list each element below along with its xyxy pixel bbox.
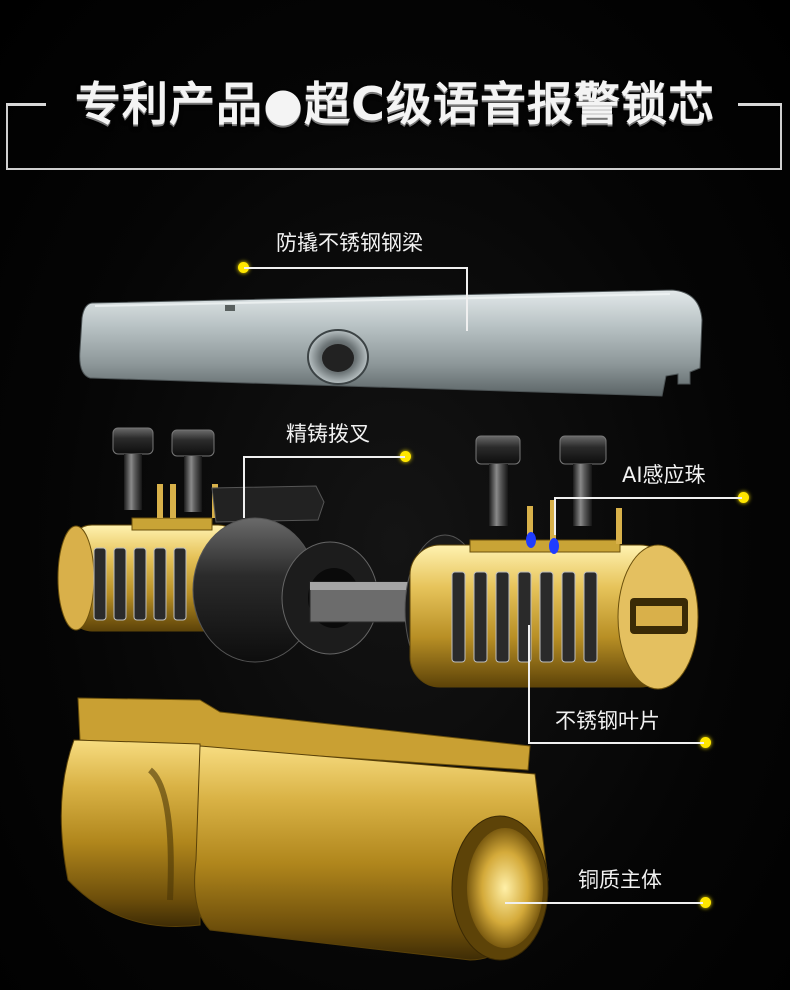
title-bar-left (6, 103, 46, 106)
fork-dot (400, 451, 411, 462)
label-steel-blade: 不锈钢叶片 (555, 709, 660, 733)
beam-dot (238, 262, 249, 273)
body-leader-h (505, 902, 703, 904)
fork-leader-v (243, 456, 245, 518)
screws-left (112, 427, 218, 518)
blade-leader-h (528, 742, 704, 744)
label-copper-body: 铜质主体 (578, 868, 662, 892)
screws-right (475, 435, 622, 554)
beam-leader-h (244, 267, 468, 269)
title-bar-right (738, 103, 782, 106)
beam-leader-v (466, 267, 468, 331)
label-cast-fork: 精铸拨叉 (286, 422, 370, 446)
label-steel-beam: 防撬不锈钢钢梁 (276, 231, 423, 255)
ai-bead-leader-h (554, 497, 742, 499)
right-plug (404, 534, 699, 690)
ai-bead-leader-v (554, 497, 556, 535)
steel-beam (79, 289, 703, 397)
ai-bead-dot (738, 492, 749, 503)
title-frame (6, 104, 782, 170)
blade-dot (700, 737, 711, 748)
cast-fork (192, 485, 441, 663)
copper-body (60, 697, 549, 961)
blade-leader-v (528, 625, 530, 743)
fork-leader-h (243, 456, 405, 458)
label-ai-bead: AI感应珠 (622, 463, 706, 487)
page-title: 专利产品●超C级语音报警锁芯 (75, 77, 715, 131)
body-dot (700, 897, 711, 908)
